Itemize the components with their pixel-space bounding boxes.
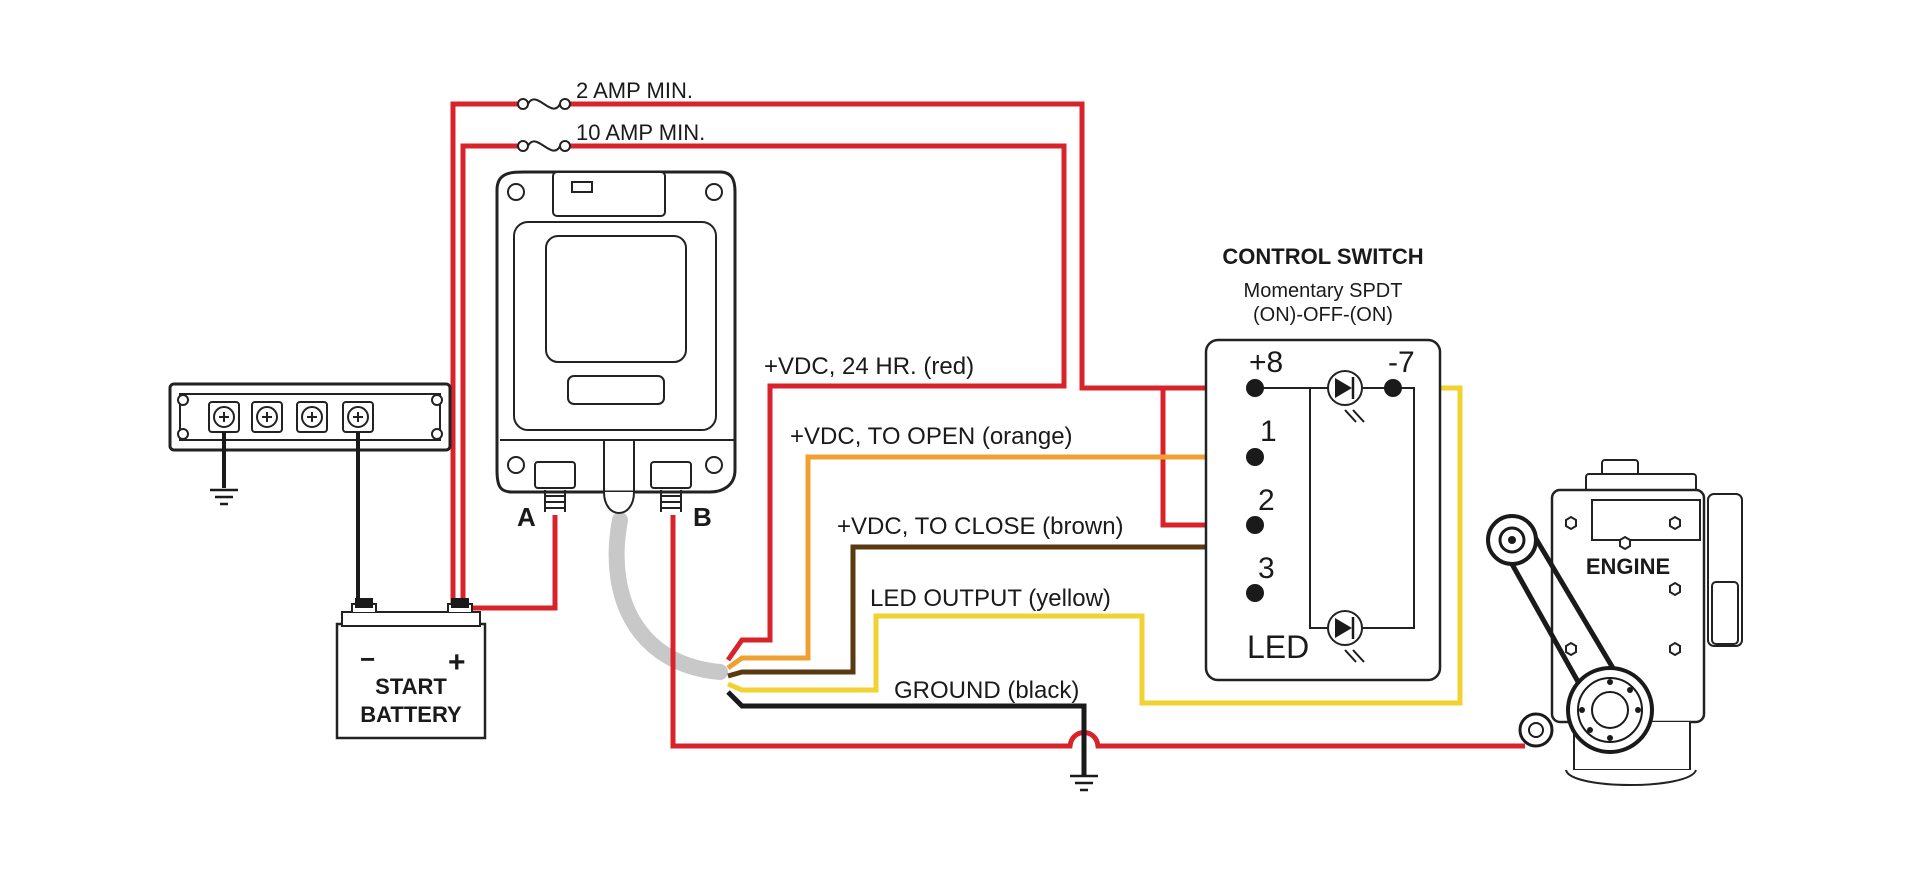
bus-terminal bbox=[342, 401, 374, 433]
wire-red-10amp bbox=[460, 143, 1067, 662]
ground-icon bbox=[210, 488, 238, 506]
led-label: LED bbox=[1247, 629, 1309, 665]
label-black-ground: GROUND (black) bbox=[894, 677, 1079, 704]
battery-minus-sign: − bbox=[360, 644, 375, 674]
bus-terminal bbox=[251, 401, 283, 433]
switch-pin-3 bbox=[1246, 584, 1264, 602]
battery-label-line1: START bbox=[375, 674, 447, 699]
led-diode-icon bbox=[1327, 610, 1365, 663]
switch-pin-1 bbox=[1246, 448, 1264, 466]
label-red-24hr: +VDC, 24 HR. (red) bbox=[764, 353, 974, 380]
led-diode-icon bbox=[1327, 370, 1365, 423]
fuse-10amp-label: 10 AMP MIN. bbox=[576, 120, 705, 145]
wire-orange bbox=[726, 454, 1255, 671]
battery-label-line2: BATTERY bbox=[360, 702, 462, 727]
label-brown-close: +VDC, TO CLOSE (brown) bbox=[837, 513, 1124, 540]
wire-red-battery-a bbox=[460, 515, 558, 611]
bus-terminal bbox=[296, 401, 328, 433]
label-orange-open: +VDC, TO OPEN (orange) bbox=[790, 423, 1073, 450]
fuse-2amp-label: 2 AMP MIN. bbox=[576, 78, 693, 103]
pin-label-3: 3 bbox=[1258, 552, 1275, 585]
pin-label-1: 1 bbox=[1260, 415, 1277, 448]
gray-harness bbox=[608, 512, 728, 680]
wire-black bbox=[726, 690, 1087, 775]
pin-label-plus8: +8 bbox=[1249, 346, 1283, 379]
relay-terminal-b: B bbox=[693, 502, 712, 532]
fuse-2amp bbox=[517, 94, 571, 114]
relay-terminal-a: A bbox=[517, 502, 536, 532]
control-switch bbox=[1204, 338, 1442, 682]
start-battery bbox=[335, 598, 487, 740]
control-switch-subtitle: Momentary SPDT bbox=[1244, 280, 1403, 302]
battery-relay bbox=[495, 170, 737, 514]
switch-pin-minus7 bbox=[1384, 379, 1402, 397]
bus-terminal bbox=[208, 401, 240, 433]
fuse-10amp bbox=[517, 136, 571, 156]
pin-label-2: 2 bbox=[1258, 484, 1275, 517]
wire-yellow bbox=[727, 385, 1463, 706]
control-switch-mode: (ON)-OFF-(ON) bbox=[1253, 304, 1393, 326]
switch-pin-plus8 bbox=[1246, 379, 1264, 397]
control-switch-title: CONTROL SWITCH bbox=[1222, 244, 1423, 269]
switch-pin-2 bbox=[1246, 516, 1264, 534]
bus-bar bbox=[168, 382, 452, 452]
engine-label: ENGINE bbox=[1586, 554, 1670, 579]
label-yellow-led: LED OUTPUT (yellow) bbox=[870, 585, 1111, 612]
ground-icon bbox=[1070, 774, 1098, 792]
battery-plus-sign: + bbox=[448, 646, 466, 679]
engine bbox=[1486, 459, 1743, 786]
pin-label-minus7: -7 bbox=[1388, 346, 1415, 379]
